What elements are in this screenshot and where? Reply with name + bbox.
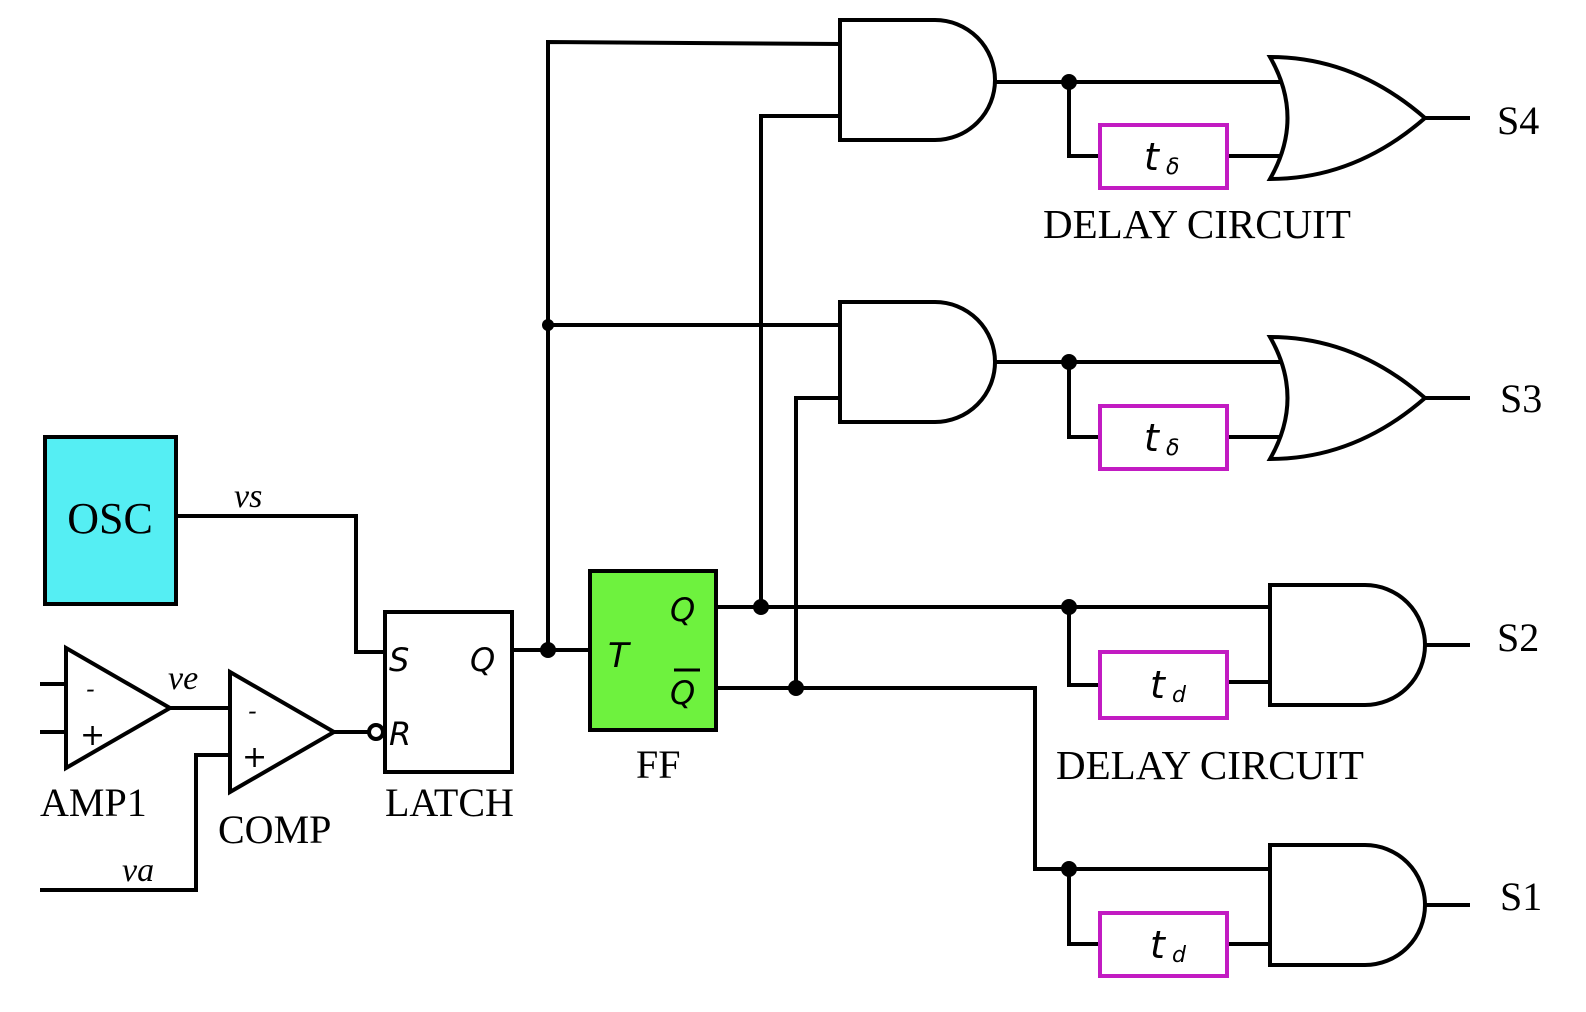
ff-q-pin: Q (670, 591, 695, 629)
delay-symbol-t: t (1150, 923, 1167, 967)
delay-symbol-t: t (1144, 416, 1161, 460)
output-s4-label: S4 (1497, 98, 1539, 143)
osc-block: OSC (43, 435, 178, 606)
and-gate-s1 (1268, 843, 1427, 967)
or-gate-s3 (1266, 334, 1429, 462)
wire-s2-to-delay (1067, 605, 1102, 687)
output-s1-label: S1 (1500, 874, 1542, 919)
ff-qbar-pin: Q (670, 674, 695, 712)
comp-minus-sign: - (248, 697, 257, 725)
delay-box (1098, 911, 1229, 978)
and-gate-s4 (838, 18, 997, 142)
ff-box (588, 569, 718, 732)
osc-box (43, 435, 178, 606)
latch-label: LATCH (385, 780, 514, 825)
signal-vs-label: vs (234, 478, 262, 515)
delay-t-d-s1: t d (1098, 911, 1229, 978)
amp1-minus-sign: - (86, 675, 95, 703)
junction-dot (1061, 74, 1077, 90)
delay-t-d-s2: t d (1098, 650, 1229, 720)
junction-dot (788, 680, 804, 696)
latch-r-pin: R (389, 715, 411, 753)
junction-dot (753, 599, 769, 615)
delay-t-delta-s3: t δ (1098, 404, 1229, 471)
output-s3-label: S3 (1500, 376, 1542, 421)
or-gate-s4 (1266, 54, 1429, 182)
amp1-triangle (64, 644, 175, 772)
delay-symbol-t: t (1150, 663, 1167, 707)
wire-qbar-to-and-s3 (794, 396, 842, 690)
and-gate-s2 (1268, 583, 1427, 707)
comp-comparator: - + COMP (218, 668, 339, 852)
wires (40, 39, 1470, 946)
latch-r-inverter-bubble (367, 723, 385, 741)
wire-bus-top (546, 39, 843, 652)
amp1-plus-sign: + (80, 718, 105, 753)
delay-box (1098, 123, 1229, 190)
delay-symbol-sub: δ (1166, 436, 1179, 461)
wire-va (40, 753, 232, 892)
signal-ve-label: ve (168, 660, 198, 697)
delay-t-delta-s4: t δ (1098, 123, 1229, 190)
junction-dot (542, 319, 554, 331)
wire-s4-to-delay (1067, 80, 1102, 158)
wire-ff-qbar (714, 686, 1272, 871)
and-gate-s3 (838, 300, 997, 424)
delay-symbol-sub: d (1172, 943, 1187, 968)
wire-s1-to-delay (1067, 867, 1102, 946)
junction-dot (1061, 861, 1077, 877)
ff-t-pin: T (608, 636, 631, 676)
comp-triangle (228, 668, 339, 796)
amp1-opamp: - + AMP1 (40, 644, 175, 825)
delay-symbol-sub: d (1172, 683, 1187, 708)
wire-vs (174, 514, 387, 654)
latch-s-pin: S (389, 641, 409, 679)
junction-dot (1061, 599, 1077, 615)
latch-q-pin: Q (470, 641, 495, 679)
output-s2-label: S2 (1497, 615, 1539, 660)
ff-block: T Q Q FF (588, 569, 718, 787)
comp-label: COMP (218, 807, 331, 852)
delay-box (1098, 650, 1229, 720)
osc-label: OSC (67, 494, 153, 543)
delay-circuit-label-bottom: DELAY CIRCUIT (1056, 742, 1364, 788)
delay-symbol-t: t (1144, 135, 1161, 179)
delay-box (1098, 404, 1229, 471)
wire-s3-to-delay (1067, 360, 1102, 439)
junctions (540, 74, 1077, 877)
latch-box (383, 610, 514, 774)
wire-q-to-and-s4 (759, 114, 842, 609)
delay-symbol-sub: δ (1166, 155, 1179, 180)
junction-dot (1061, 354, 1077, 370)
junction-dot (540, 642, 556, 658)
latch-block: S R Q LATCH (367, 610, 514, 825)
signal-va-label: va (122, 852, 154, 889)
delay-circuit-label-top: DELAY CIRCUIT (1043, 201, 1351, 247)
amp1-label: AMP1 (40, 780, 147, 825)
comp-plus-sign: + (242, 740, 267, 775)
ff-label: FF (636, 742, 681, 787)
